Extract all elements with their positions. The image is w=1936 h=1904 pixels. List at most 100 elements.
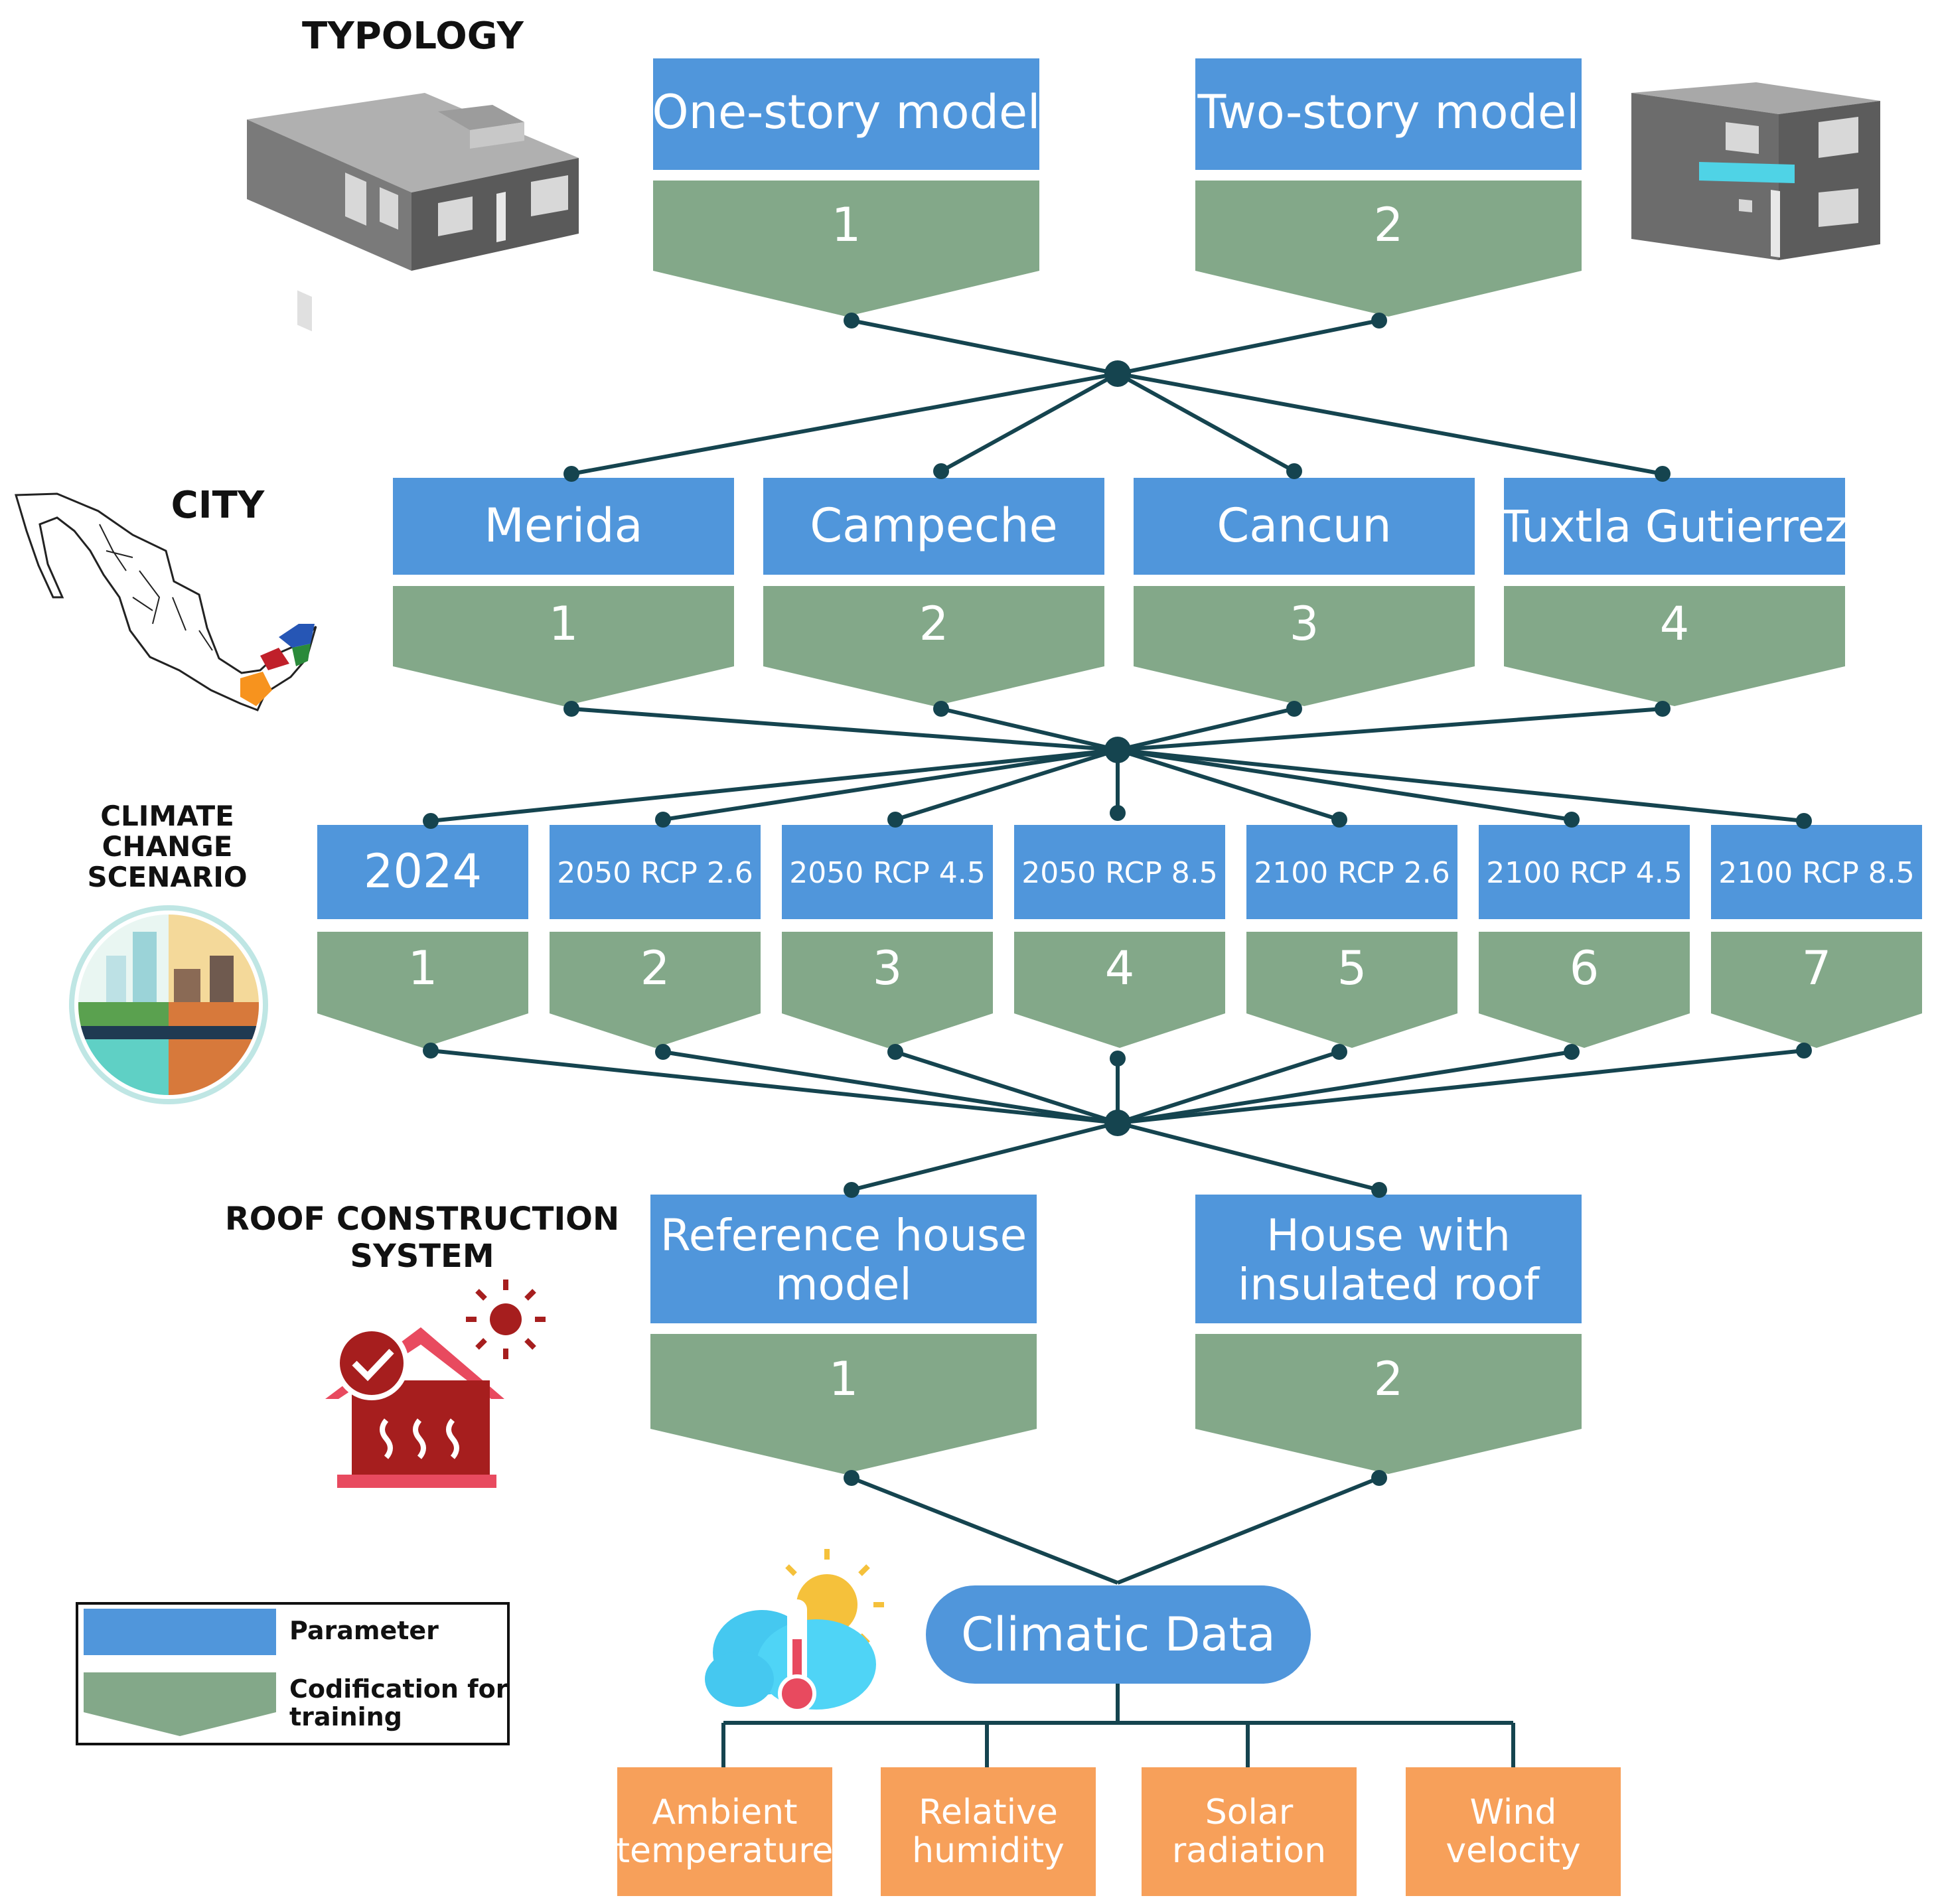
section-title-roof-line2: SYSTEM [350,1238,494,1275]
output-box-relative-humidity [881,1767,1096,1896]
code-chevron-scenario-3 [782,932,993,1048]
code-label-scenario-6: 6 [1570,941,1600,995]
parameter-box-city-4 [1504,478,1845,575]
parameter-box-scenario-3 [782,825,993,919]
code-label-scenario-2: 2 [640,941,670,995]
typology-level: One-story model 1 Two-story model 2 [652,58,1582,317]
code-chevron-scenario-6 [1479,932,1690,1048]
parameter-box-typology-2 [1195,58,1582,170]
parameter-box-scenario-6 [1479,825,1690,919]
code-chevron-scenario-2 [550,932,761,1048]
parameter-label-roof-2-line2: insulated roof [1238,1259,1540,1310]
code-chevron-scenario-5 [1246,932,1457,1048]
output-box-ambient-temperature [617,1767,832,1896]
parameter-label-scenario-1: 2024 [364,844,482,899]
code-chevron-city-1 [393,586,734,706]
code-label-scenario-5: 5 [1337,941,1367,995]
section-title-climate-line1: CLIMATE [100,800,234,832]
parameter-box-city-3 [1134,478,1475,575]
climatic-data-label: Climatic Data [961,1607,1276,1662]
parameter-label-scenario-7: 2100 RCP 8.5 [1718,856,1915,890]
parameter-label-roof-1-line1: Reference house [660,1210,1027,1261]
one-story-house-icon [247,93,579,332]
code-label-city-2: 2 [919,597,949,651]
connector-lines [430,319,1805,1767]
parameter-label-city-1: Merida [484,498,642,553]
code-chevron-city-3 [1134,586,1475,706]
code-chevron-typology-2 [1195,181,1582,317]
output-label-4-line1: Wind [1470,1793,1557,1832]
section-title-climate-line3: SCENARIO [87,861,247,893]
parameter-box-city-2 [763,478,1104,575]
code-chevron-typology-1 [653,181,1039,317]
parameter-box-scenario-1 [317,825,528,919]
section-title-city: CITY [171,484,265,527]
code-label-scenario-4: 4 [1105,941,1135,995]
city-level: Merida 1 Campeche 2 Cancun 3 Tuxtla Guti… [393,478,1848,706]
output-label-3-line1: Solar [1205,1793,1294,1832]
legend: Parameter Codification for training [76,1602,510,1745]
output-label-1-line1: Ambient [652,1793,797,1832]
climatic-level: Climatic Data Ambient temperature Relati… [617,1585,1621,1896]
parameter-label-scenario-4: 2050 RCP 8.5 [1021,856,1218,890]
code-label-city-1: 1 [549,597,579,651]
two-story-house-icon [1631,82,1880,260]
climatic-data-pill [926,1585,1311,1684]
mexico-map-icon [15,492,317,711]
output-label-1-line2: temperature [617,1831,834,1871]
parameter-label-typology-1: One-story model [652,85,1041,139]
code-label-roof-2: 2 [1374,1352,1404,1406]
climate-change-scene-icon [69,905,268,1104]
output-box-wind-velocity [1406,1767,1621,1896]
code-label-typology-2: 2 [1374,198,1404,252]
code-label-roof-1: 1 [829,1352,859,1406]
legend-codification-label-line1: Codification for [289,1674,508,1704]
parameter-box-scenario-4 [1014,825,1225,919]
code-label-typology-1: 1 [832,198,861,252]
parameter-box-scenario-2 [550,825,761,919]
legend-codification-label-line2: training [289,1702,402,1731]
parameter-box-scenario-7 [1711,825,1922,919]
parameter-box-scenario-5 [1246,825,1457,919]
output-label-2-line1: Relative [919,1793,1058,1832]
parameter-label-city-4: Tuxtla Gutierrez [1501,501,1848,552]
code-chevron-scenario-1 [317,932,528,1048]
section-title-climate-line2: CHANGE [102,830,233,863]
output-label-4-line2: velocity [1446,1831,1580,1871]
parameter-label-roof-1-line2: model [775,1259,912,1310]
parameter-label-city-3: Cancun [1217,498,1391,553]
parameter-label-scenario-5: 2100 RCP 2.6 [1254,856,1450,890]
section-title-typology: TYPOLOGY [302,15,524,58]
junction-dots [423,313,1812,1486]
weather-thermometer-icon [705,1549,884,1713]
parameter-label-scenario-3: 2050 RCP 4.5 [789,856,986,890]
code-label-scenario-7: 7 [1802,941,1832,995]
insulated-roof-house-icon [325,1280,546,1488]
parameter-label-typology-2: Two-story model [1197,85,1580,139]
parameter-box-typology-1 [653,58,1039,170]
parameter-box-roof-1 [650,1195,1037,1323]
roof-level: Reference house model 1 House with insul… [650,1195,1582,1474]
output-label-2-line2: humidity [912,1831,1065,1871]
parameter-label-scenario-2: 2050 RCP 2.6 [557,856,753,890]
code-chevron-scenario-4 [1014,932,1225,1048]
scenario-level: 2024 1 2050 RCP 2.6 2 2050 RCP 4.5 3 205… [317,825,1922,1048]
legend-parameter-swatch [84,1609,276,1655]
code-label-city-4: 4 [1660,597,1690,651]
output-box-solar-radiation [1142,1767,1357,1896]
section-title-roof-line1: ROOF CONSTRUCTION [225,1201,619,1238]
parameter-box-roof-2 [1195,1195,1582,1323]
code-label-scenario-3: 3 [873,941,903,995]
code-label-city-3: 3 [1290,597,1319,651]
legend-parameter-label: Parameter [289,1616,439,1645]
parameter-label-scenario-6: 2100 RCP 4.5 [1486,856,1682,890]
code-chevron-city-4 [1504,586,1845,706]
legend-codification-swatch [84,1672,276,1736]
parameter-label-city-2: Campeche [810,498,1057,553]
parameter-label-roof-2-line1: House with [1266,1210,1511,1261]
code-label-scenario-1: 1 [408,941,438,995]
parameter-box-city-1 [393,478,734,575]
code-chevron-scenario-7 [1711,932,1922,1048]
code-chevron-roof-2 [1195,1334,1582,1474]
